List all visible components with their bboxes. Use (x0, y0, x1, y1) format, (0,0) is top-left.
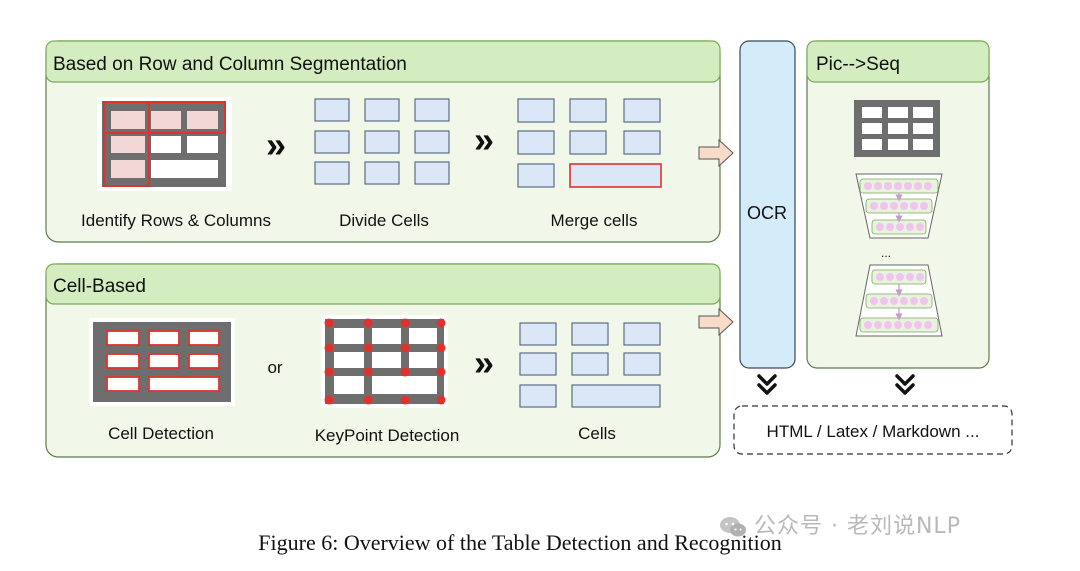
wechat-icon (720, 517, 746, 537)
merge-cells-label: Merge cells (551, 211, 638, 230)
arrow-right-icon (698, 138, 734, 168)
ocr-label: OCR (747, 203, 787, 223)
ocr-box: OCR (739, 40, 796, 369)
or-label: or (267, 358, 282, 377)
chevron-right-icon: » (266, 124, 286, 165)
ellipsis-label: ... (881, 246, 891, 260)
cell-detection-table (89, 318, 235, 406)
watermark: 公众号 · 老刘说NLP (718, 508, 961, 540)
watermark-text: 公众号 · 老刘说NLP (754, 514, 961, 539)
pic-seq-title: Pic-->Seq (816, 54, 900, 75)
row-col-panel: Based on Row and Column Segmentation Ide… (45, 40, 721, 243)
merge-cells-grid (517, 98, 662, 188)
keypoint-detection-table (321, 315, 448, 408)
cell-based-panel-title: Cell-Based (53, 276, 146, 297)
divide-cells-label: Divide Cells (339, 211, 429, 230)
sequence-model-block (855, 264, 943, 337)
chevron-right-icon: » (474, 342, 494, 383)
table-image-icon (854, 100, 940, 157)
row-col-panel-title: Based on Row and Column Segmentation (53, 54, 407, 75)
cell-based-panel: Cell-Based Cell Detection or (45, 263, 721, 458)
output-format-label: HTML / Latex / Markdown ... (767, 422, 980, 441)
divide-cells-grid (314, 98, 450, 185)
chevron-down-icon (757, 374, 777, 395)
identify-rows-columns-table (97, 97, 232, 191)
cells-label: Cells (578, 424, 616, 443)
pic-seq-header (806, 40, 990, 83)
pic-seq-panel: Pic-->Seq ... (806, 40, 990, 369)
arrow-right-icon (698, 307, 734, 337)
identify-rows-columns-label: Identify Rows & Columns (81, 211, 271, 230)
output-format-box: HTML / Latex / Markdown ... (733, 405, 1013, 455)
chevron-right-icon: » (474, 119, 494, 160)
cell-based-panel-header (45, 263, 721, 305)
figure-caption: Figure 6: Overview of the Table Detectio… (258, 530, 782, 555)
sequence-model-block (855, 173, 943, 239)
cell-detection-label: Cell Detection (108, 424, 214, 443)
row-col-panel-header (45, 40, 721, 83)
chevron-down-icon (895, 374, 915, 395)
keypoint-detection-label: KeyPoint Detection (315, 426, 460, 445)
cells-grid (519, 322, 661, 408)
